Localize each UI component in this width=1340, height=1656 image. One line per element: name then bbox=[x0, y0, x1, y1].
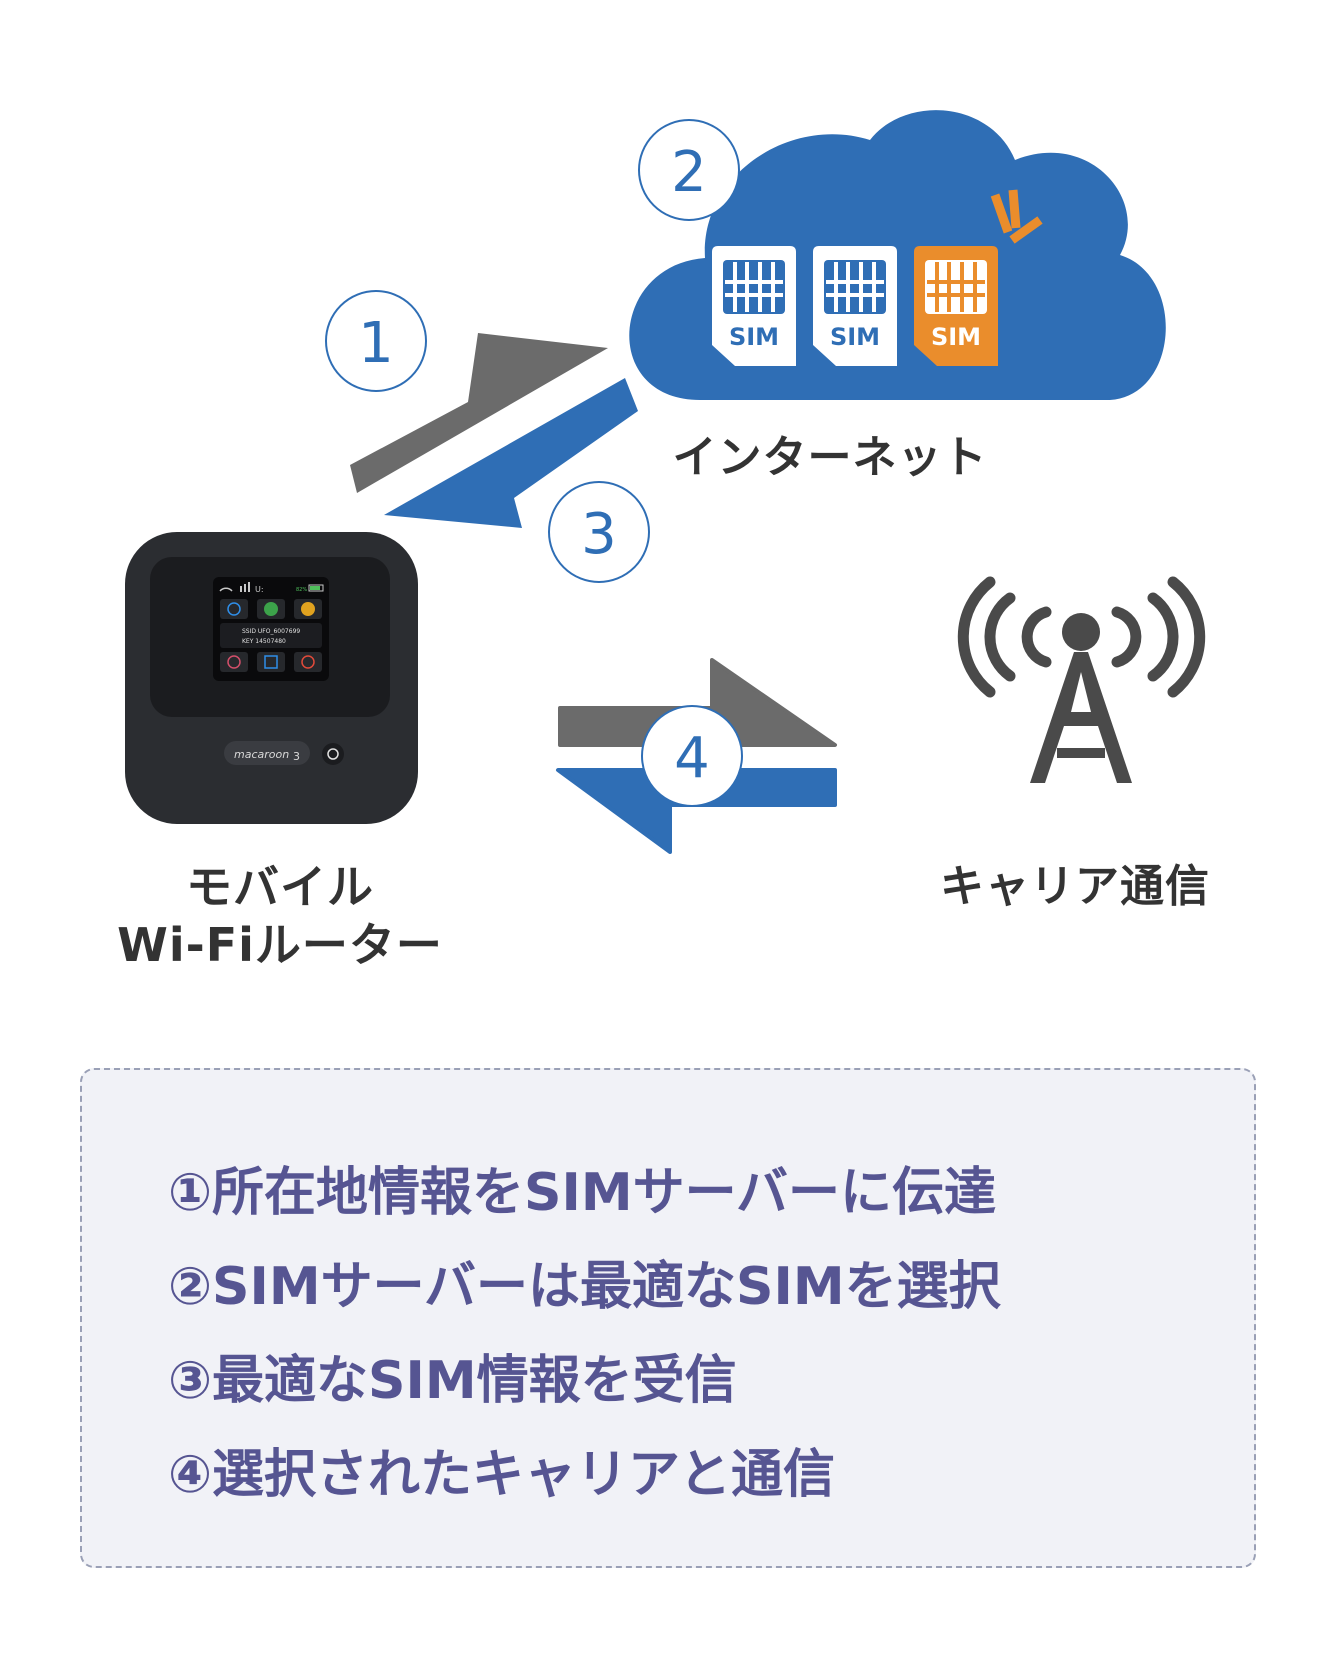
step-item: ①所在地情報をSIMサーバーに伝達 bbox=[168, 1146, 1001, 1240]
step-marker-number: 1 bbox=[358, 311, 394, 376]
step-marker-number: 2 bbox=[671, 140, 707, 205]
router-label-line-2: Wi-Fiルーター bbox=[90, 916, 470, 974]
svg-text:3: 3 bbox=[293, 750, 300, 763]
step-marker-number: 4 bbox=[674, 726, 710, 791]
step-marker-2: 2 bbox=[639, 120, 739, 220]
svg-text:KEY 14507480: KEY 14507480 bbox=[242, 638, 286, 645]
step-item: ②SIMサーバーは最適なSIMを選択 bbox=[168, 1240, 1001, 1334]
router-label-line-1: モバイル bbox=[90, 858, 470, 916]
step-marker-4: 4 bbox=[642, 706, 742, 806]
sim-card-1: SIM bbox=[712, 246, 796, 366]
steps-list: ①所在地情報をSIMサーバーに伝達 ②SIMサーバーは最適なSIMを選択 ③最適… bbox=[168, 1146, 1001, 1522]
sim-card-3-selected: SIM bbox=[914, 246, 998, 366]
step-item: ④選択されたキャリアと通信 bbox=[168, 1428, 1001, 1522]
svg-text:SSID UFO_6007699: SSID UFO_6007699 bbox=[242, 628, 300, 635]
carrier-label: キャリア通信 bbox=[910, 858, 1240, 916]
internet-label: インターネット bbox=[640, 430, 1020, 486]
svg-text:82%: 82% bbox=[296, 587, 307, 593]
sim-label: SIM bbox=[931, 323, 981, 351]
mobile-wifi-router-image: U: 82% SSID UFO_6007699 KEY 14507480 mac… bbox=[125, 532, 418, 824]
step-item: ③最適なSIM情報を受信 bbox=[168, 1334, 1001, 1428]
svg-text:macaroon: macaroon bbox=[234, 748, 289, 761]
step-marker-3: 3 bbox=[549, 482, 649, 582]
steps-box: ①所在地情報をSIMサーバーに伝達 ②SIMサーバーは最適なSIMを選択 ③最適… bbox=[80, 1068, 1256, 1568]
sim-label: SIM bbox=[830, 323, 880, 351]
svg-text:U:: U: bbox=[255, 585, 264, 594]
cell-tower-mast bbox=[1030, 613, 1132, 783]
step-marker-number: 3 bbox=[581, 502, 617, 567]
router-label: モバイル Wi-Fiルーター bbox=[90, 858, 470, 974]
sim-card-2: SIM bbox=[813, 246, 897, 366]
sim-label: SIM bbox=[729, 323, 779, 351]
step-marker-1: 1 bbox=[326, 291, 426, 391]
